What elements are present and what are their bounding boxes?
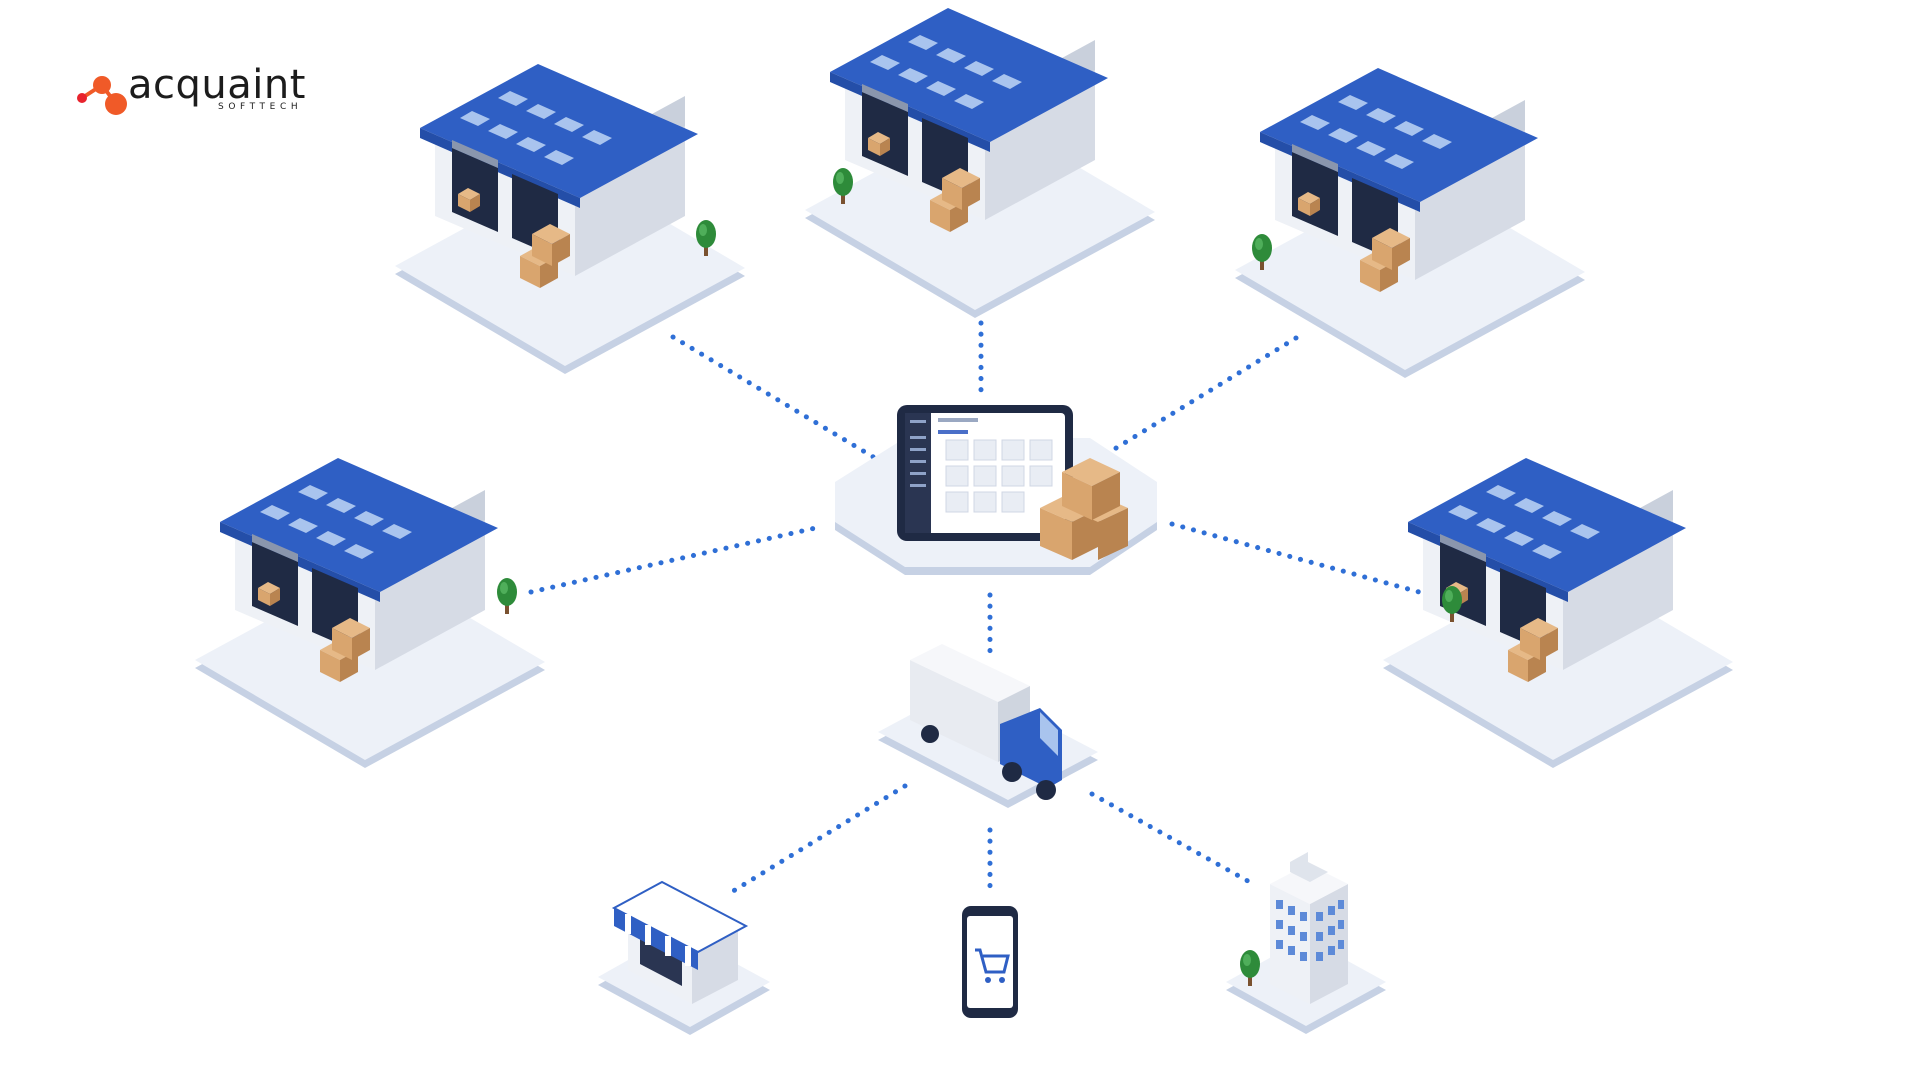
warehouse-top-center (805, 8, 1155, 318)
link-top-left-to-hub (670, 334, 878, 461)
warehouse-top-right (1235, 68, 1585, 378)
link-truck-to-store (727, 783, 908, 896)
link-middle-right-to-hub (1169, 521, 1433, 598)
cardboard-boxes-icon (1040, 458, 1128, 560)
warehouse-icon (395, 64, 745, 374)
office-building (1226, 852, 1386, 1034)
delivery-truck-icon (910, 644, 1062, 800)
link-middle-left-to-hub (528, 524, 823, 595)
warehouse-icon (1235, 68, 1585, 378)
molecule-dots-logo-icon (77, 76, 127, 115)
brand-name: acquaint (128, 62, 306, 108)
delivery-truck (878, 644, 1098, 808)
mobile-shop (962, 906, 1018, 1018)
warehouse-top-left (395, 64, 745, 374)
retail-store (598, 880, 770, 1035)
link-truck-to-office (1089, 791, 1258, 888)
connection-links (528, 320, 1433, 898)
tree-icon (497, 578, 517, 614)
warehouse-icon (805, 8, 1155, 318)
warehouse-middle-right (1383, 458, 1733, 768)
warehouse-middle-left (195, 458, 545, 768)
office-building-icon (1270, 852, 1348, 1004)
brand-tagline: SOFTTECH (218, 102, 303, 112)
inventory-dashboard-tablet-icon (897, 405, 1073, 541)
hub-inventory-platform (835, 405, 1157, 575)
smartphone-cart-icon (962, 906, 1018, 1018)
warehouse-icon (195, 458, 545, 768)
warehouse-icon (1383, 458, 1733, 768)
link-top-right-to-hub (1105, 335, 1299, 456)
storefront-icon (611, 880, 749, 1004)
